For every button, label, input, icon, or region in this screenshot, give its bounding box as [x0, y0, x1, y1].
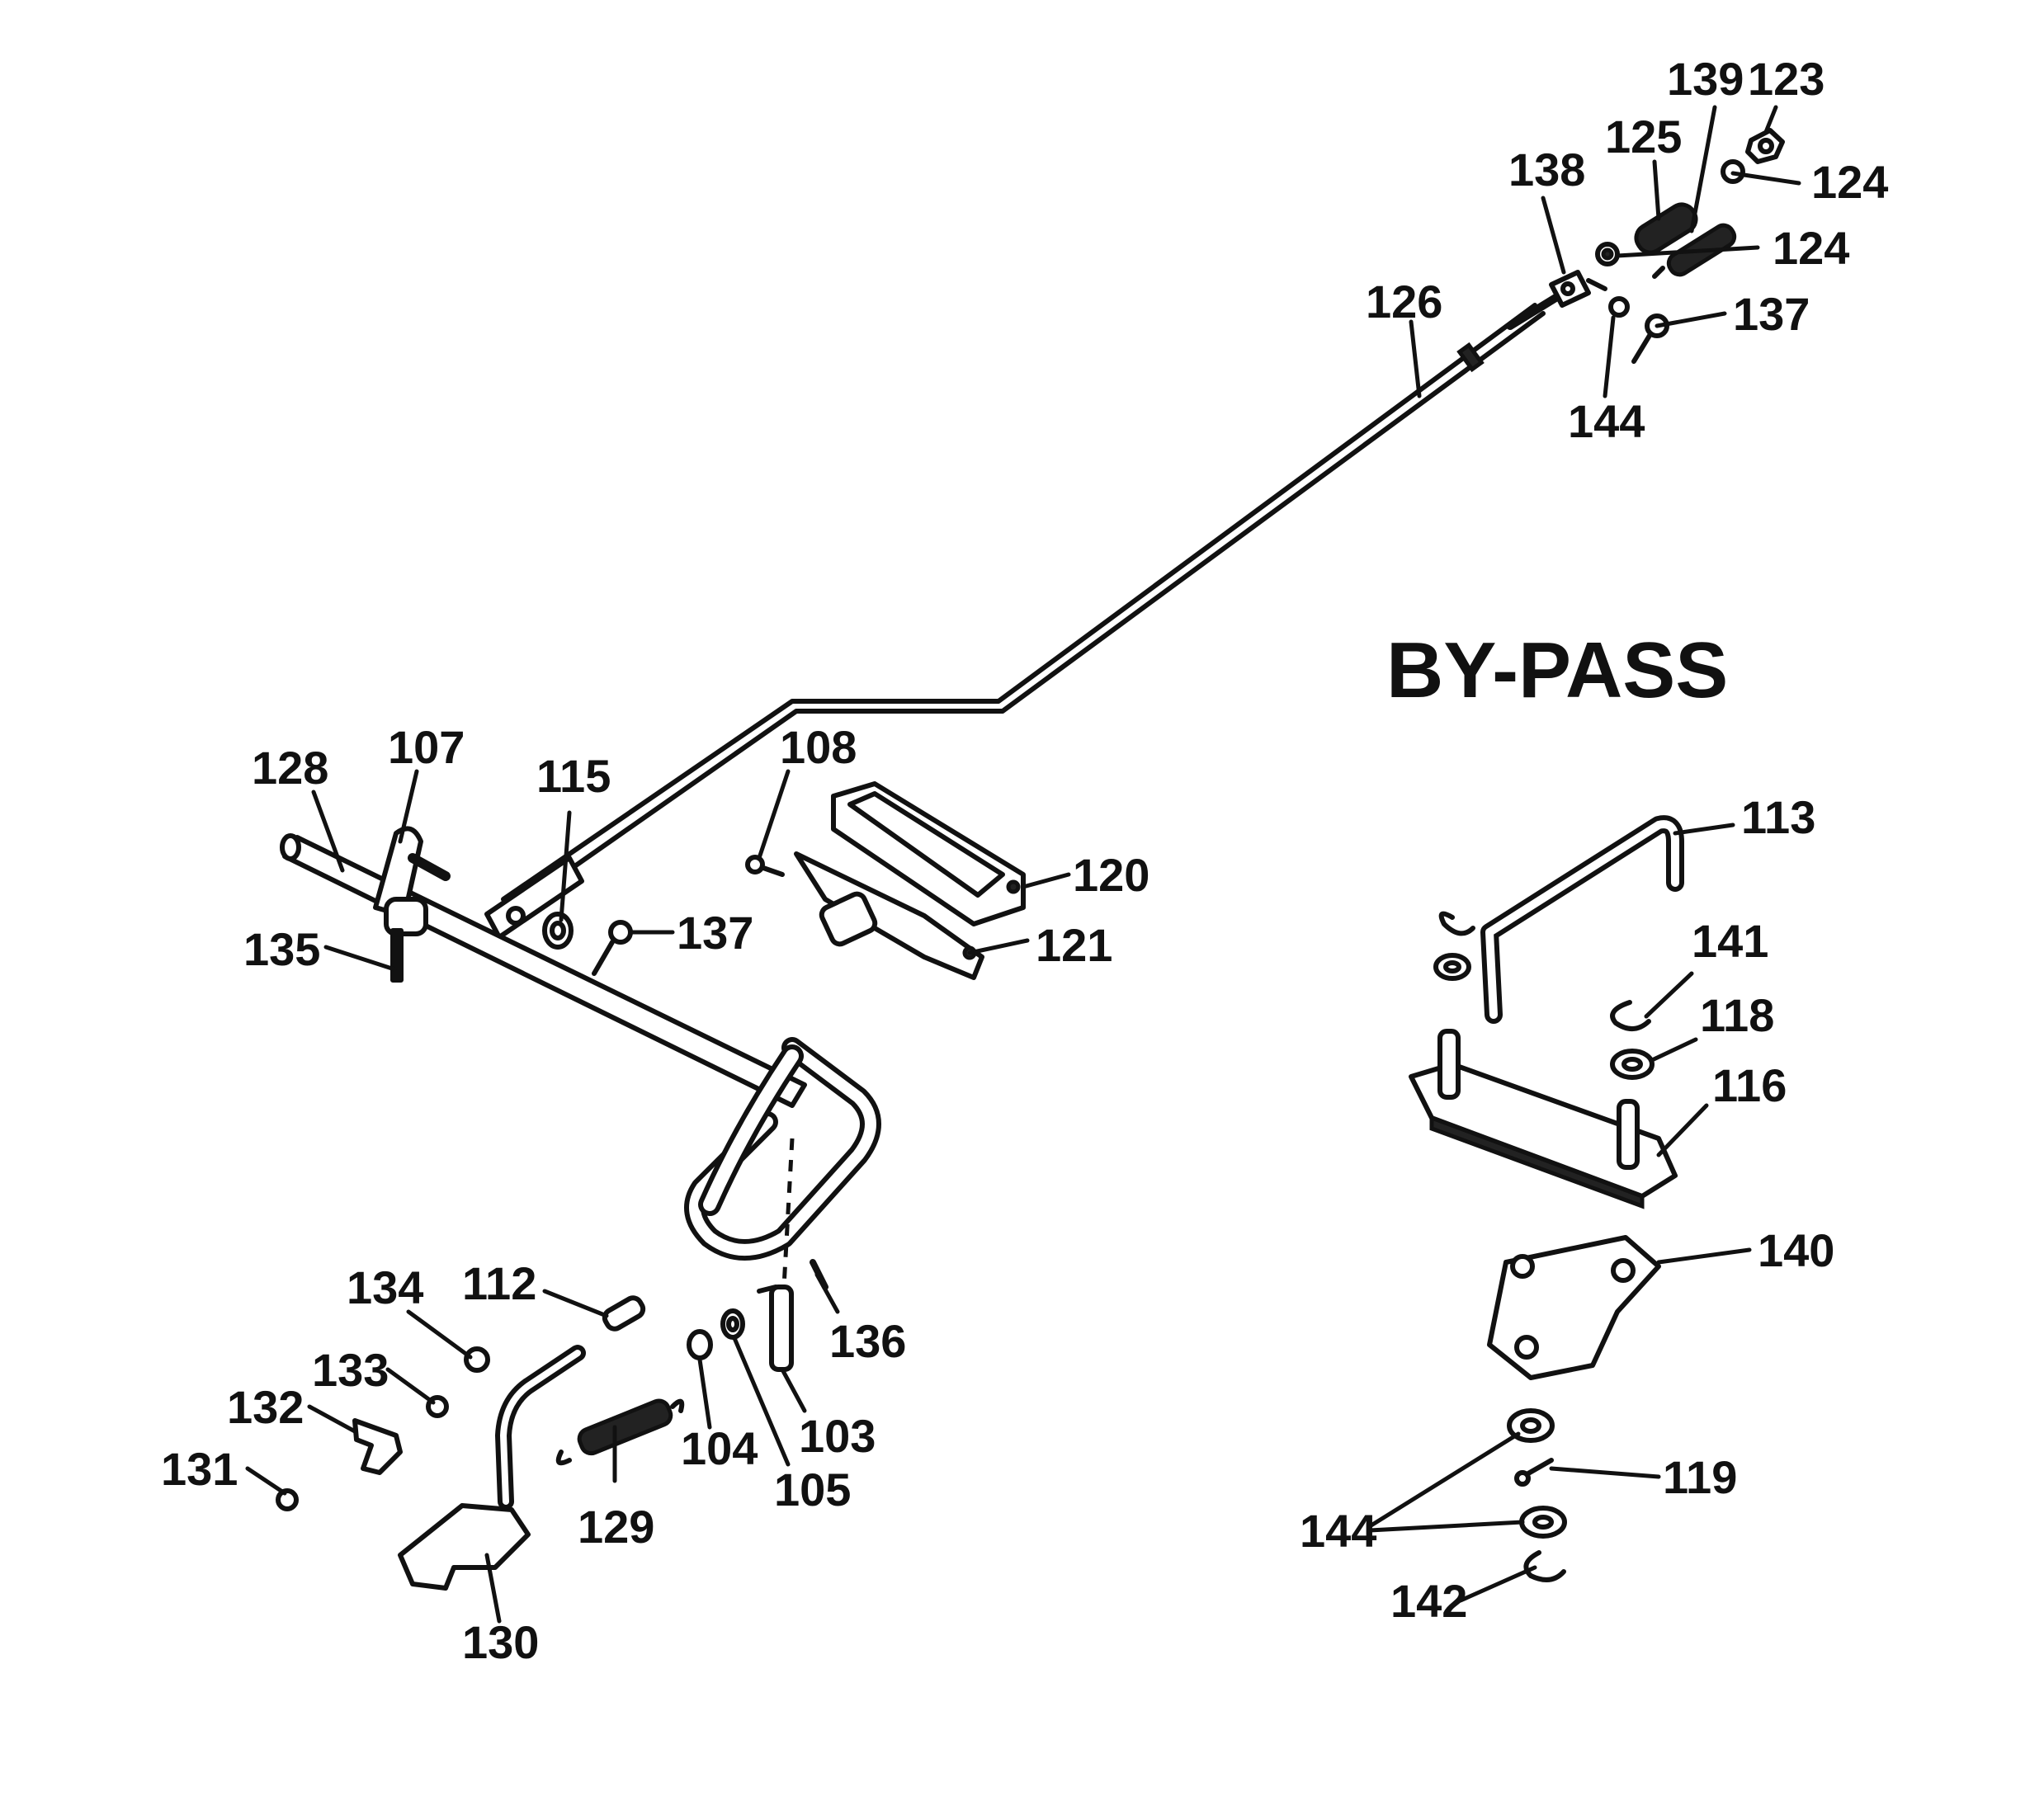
callout-135: 135 — [243, 923, 320, 975]
callout-137-a: 137 — [1733, 288, 1810, 340]
callout-137-b: 137 — [677, 907, 753, 959]
callout-118: 118 — [1700, 989, 1774, 1041]
callout-121: 121 — [1036, 919, 1112, 971]
callout-144-b: 144 — [1300, 1505, 1376, 1557]
callout-105: 105 — [774, 1464, 851, 1516]
callout-138: 138 — [1508, 144, 1585, 196]
top-right-hardware — [1549, 128, 1785, 364]
callout-140: 140 — [1758, 1224, 1834, 1276]
pin-137-mid — [608, 920, 633, 945]
callout-130: 130 — [462, 1616, 539, 1668]
lower-left-parts — [276, 1259, 828, 1591]
callout-113: 113 — [1741, 791, 1815, 843]
callout-144-a: 144 — [1568, 395, 1645, 447]
nut-104 — [687, 1329, 713, 1360]
pedal-pad — [794, 781, 1026, 980]
callout-139: 139 — [1667, 53, 1744, 105]
callout-115: 115 — [536, 750, 611, 802]
nut-131 — [276, 1488, 299, 1511]
callout-133: 133 — [312, 1344, 389, 1396]
nut-134 — [464, 1346, 490, 1373]
callout-124-a: 124 — [1811, 156, 1888, 208]
bypass-assembly — [1409, 815, 1684, 1582]
callout-129: 129 — [578, 1501, 654, 1553]
clip-142 — [1523, 1550, 1566, 1582]
callouts: 139 123 125 124 138 124 126 137 144 128 … — [161, 53, 1888, 1668]
clip-108 — [745, 855, 765, 874]
callout-142: 142 — [1390, 1575, 1467, 1627]
callout-104: 104 — [681, 1422, 758, 1474]
callout-116: 116 — [1712, 1059, 1787, 1111]
pin-112 — [602, 1295, 646, 1332]
spring-129 — [577, 1398, 673, 1456]
bracket-130 — [398, 1503, 531, 1591]
callout-125: 125 — [1605, 111, 1682, 163]
callout-132: 132 — [227, 1381, 304, 1433]
shaft-128 — [280, 826, 881, 1288]
clip-132 — [352, 1418, 403, 1475]
callout-134: 134 — [347, 1261, 423, 1313]
small-hardware-mid — [542, 855, 785, 976]
callout-112: 112 — [462, 1257, 536, 1309]
callout-108: 108 — [780, 721, 857, 773]
callout-124-b: 124 — [1773, 222, 1849, 274]
callout-119: 119 — [1663, 1451, 1737, 1503]
callout-128: 128 — [252, 742, 328, 794]
callout-131: 131 — [161, 1443, 238, 1495]
link-103 — [769, 1285, 794, 1372]
rod-126 — [484, 289, 1568, 940]
callout-126: 126 — [1366, 276, 1442, 328]
callout-141: 141 — [1692, 915, 1768, 967]
section-title: BY-PASS — [1386, 626, 1728, 714]
leader-lines — [245, 105, 1801, 1624]
callout-136: 136 — [829, 1315, 906, 1367]
callout-107: 107 — [388, 721, 465, 773]
washer-144-top — [1608, 296, 1630, 318]
callout-120: 120 — [1073, 849, 1149, 901]
callout-123: 123 — [1748, 53, 1824, 105]
callout-103: 103 — [799, 1410, 876, 1462]
